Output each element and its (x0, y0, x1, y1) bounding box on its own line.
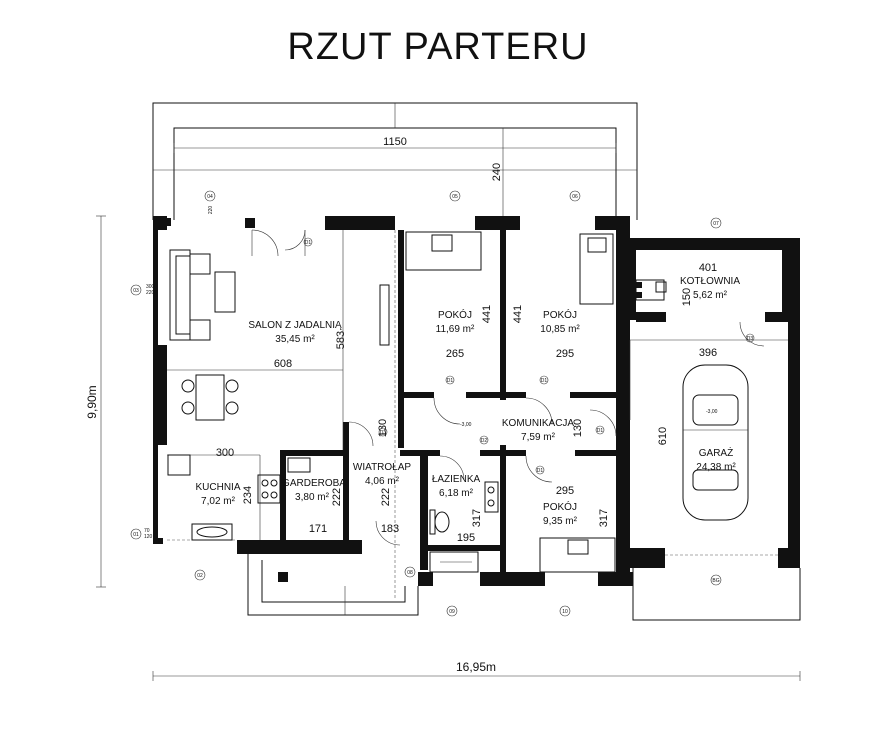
dim-kotlownia-depth: 150 (681, 288, 693, 306)
dim-corridor-b: 130 (572, 419, 584, 437)
window-tag-05: 05 (452, 194, 458, 200)
room-area-kuchnia: 7,02 m² (201, 496, 236, 507)
dim-wiatrolap-depth: 222 (380, 488, 392, 506)
window-tag-09: 09 (449, 609, 455, 615)
room-area-kotlownia: 5,62 m² (693, 290, 728, 301)
window-tag-08: 08 (407, 570, 413, 576)
room-name-pokoj2: POKÓJ (543, 308, 577, 321)
outer-walls (153, 216, 800, 586)
dim-wiatrolap-width: 183 (381, 523, 399, 535)
room-area-garderoba: 3,80 m² (295, 492, 330, 503)
bed-2 (579, 233, 614, 305)
room-area-pokoj3: 9,35 m² (543, 516, 578, 527)
bed-1 (405, 231, 482, 271)
car (682, 364, 749, 521)
window-tags: 04 05 06 07 03 01 02 08 09 10 BG 220 300… (130, 190, 722, 617)
room-labels: SALON Z JADALNIĄ 35,45 m² POKÓJ 11,69 m²… (195, 276, 740, 527)
window-spec-03a: 300 (146, 284, 155, 290)
terrace: 1150 240 (152, 102, 638, 220)
dim-garderoba-depth: 222 (331, 488, 343, 506)
dim-garaz-depth: 610 (657, 427, 669, 445)
door-tag-pokoj2: D1 (541, 378, 548, 384)
garage-apron (632, 560, 801, 621)
room-area-pokoj1: 11,69 m² (436, 324, 475, 335)
room-name-pokoj3: POKÓJ (543, 500, 577, 513)
window-tag-03: 03 (133, 288, 139, 294)
dim-pokoj3-width: 295 (556, 485, 574, 497)
door-tag-wiatrolap: D3 (380, 430, 387, 436)
room-name-wiatrolap: WIATROŁAP (353, 462, 411, 473)
dim-pokoj2-width: 295 (556, 348, 574, 360)
room-area-garaz: 24,38 m² (696, 462, 736, 473)
terrace-depth-dim: 240 (491, 163, 503, 181)
room-name-kuchnia: KUCHNIA (195, 482, 240, 493)
level-garage: -3,00 (706, 409, 718, 415)
dining-table (181, 374, 239, 421)
door-tag-lazienka: D2 (481, 438, 488, 444)
room-name-garderoba: GARDEROBA (282, 478, 346, 489)
window-tag-10: 10 (562, 609, 568, 615)
room-name-komunikacja: KOMUNIKACJA (502, 418, 575, 429)
room-name-garaz: GARAŻ (699, 446, 733, 459)
boiler (635, 279, 667, 301)
room-area-wiatrolap: 4,06 m² (365, 476, 400, 487)
partitions (167, 230, 788, 600)
dim-pokoj1-depth: 441 (481, 305, 493, 323)
window-tag-04: 04 (207, 194, 213, 200)
window-spec-04: 220 (208, 206, 214, 215)
kitchen-units (167, 454, 281, 541)
dim-lazienka-width: 195 (457, 532, 475, 544)
terrace-width-dim: 1150 (383, 136, 407, 148)
door-tag-salon: D1 (305, 240, 312, 246)
dim-salon-depth: 583 (335, 331, 347, 349)
room-name-pokoj1: POKÓJ (438, 308, 472, 321)
window-tag-garage: BG (712, 578, 719, 584)
sofa (169, 249, 236, 341)
dim-kuchnia-width: 300 (216, 447, 234, 459)
dim-total-depth: 9,90m (85, 385, 99, 418)
dim-corridor-a: 130 (377, 419, 389, 437)
dim-total-width: 16,95m (456, 660, 496, 674)
door-tag-pokoj3: D1 (537, 468, 544, 474)
wardrobe-hooks (287, 457, 311, 473)
dim-garaz-width: 396 (699, 347, 717, 359)
door-tag-garage: D1 (597, 428, 604, 434)
window-tag-01: 01 (133, 532, 139, 538)
room-name-salon: SALON Z JADALNIĄ (248, 320, 342, 331)
room-name-kotlownia: KOTŁOWNIA (680, 276, 740, 287)
dim-salon-width: 608 (274, 358, 292, 370)
room-area-salon: 35,45 m² (275, 334, 315, 345)
window-tag-07: 07 (713, 221, 719, 227)
dim-lazienka-depth: 317 (471, 509, 483, 527)
room-area-pokoj2: 10,85 m² (540, 324, 580, 335)
dim-pokoj3-depth: 317 (598, 509, 610, 527)
door-tag-kotlownia: D3 (747, 336, 754, 342)
window-tag-06: 06 (572, 194, 578, 200)
bathroom-fixtures (429, 481, 499, 573)
overall-dimensions: 16,95m 9,90m (85, 215, 801, 681)
door-tag-pokoj1: D1 (447, 378, 454, 384)
dim-kuchnia-depth: 234 (242, 486, 254, 504)
inner-walls (280, 230, 616, 575)
plan-title: RZUT PARTERU (287, 26, 589, 68)
dim-garderoba-width: 171 (309, 523, 327, 535)
window-tag-02: 02 (197, 573, 203, 579)
level-corridor: -3,00 (460, 422, 472, 428)
doors (251, 229, 765, 546)
window-spec-01b: 120 (144, 534, 153, 540)
dim-pokoj2-depth: 441 (512, 305, 524, 323)
window-spec-03b: 220 (146, 290, 155, 296)
dimension-labels: 608 583 265 441 295 441 401 150 396 610 … (216, 262, 717, 544)
room-name-lazienka: ŁAZIENKA (432, 474, 481, 485)
room-area-komunikacja: 7,59 m² (521, 432, 556, 443)
bed-3 (539, 537, 616, 573)
room-area-lazienka: 6,18 m² (439, 488, 474, 499)
entrance-porch (247, 554, 419, 616)
window-spec-01a: 70 (144, 528, 150, 534)
door-tags: D1 D1 D1 D1 D1 D2 D3 D3 -3,00 -3,00 (303, 237, 755, 475)
tv-unit (379, 284, 390, 346)
dim-kotlownia-width: 401 (699, 262, 717, 274)
dim-pokoj1-width: 265 (446, 348, 464, 360)
